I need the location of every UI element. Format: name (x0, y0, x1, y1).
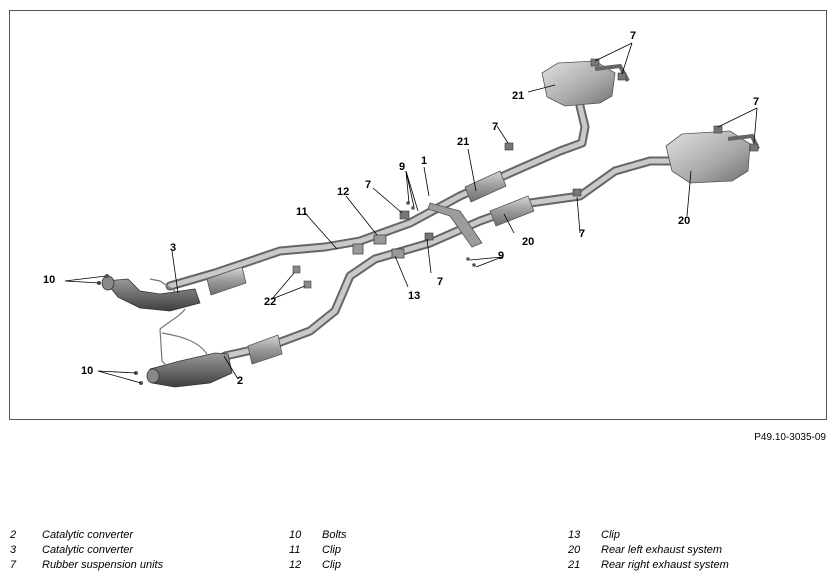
legend-number: 11 (289, 544, 301, 556)
clip-11 (352, 243, 364, 255)
legend-number: 10 (289, 529, 302, 541)
clip-12 (373, 234, 387, 245)
callout-11: 11 (296, 206, 308, 218)
callout-7-d: 7 (492, 121, 498, 133)
callout-12: 12 (337, 186, 349, 198)
exhaust-system-illustration: 3 10 10 2 11 12 7 9 1 13 7 22 9 20 7 7 2… (43, 30, 760, 388)
clip-13 (391, 248, 405, 259)
callout-21-rear: 21 (512, 90, 524, 102)
rear-left-muffler-20 (665, 130, 760, 184)
legend-text: Catalytic converter (42, 529, 134, 541)
legend-text: Clip (322, 559, 341, 571)
leader-lines (64, 42, 758, 384)
callout-1: 1 (421, 155, 427, 167)
callout-10-upper: 10 (43, 274, 55, 286)
legend-number: 12 (289, 559, 302, 571)
callout-7-b: 7 (437, 276, 443, 288)
callout-2: 2 (237, 375, 243, 387)
callout-20-middle: 20 (522, 236, 534, 248)
catalytic-converter-3 (101, 275, 201, 312)
legend-number: 21 (568, 559, 581, 571)
legend-number: 20 (568, 544, 581, 556)
legend-number: 13 (568, 529, 581, 541)
front-upper-resonator (206, 266, 247, 296)
legend-text: Rear right exhaust system (601, 559, 729, 571)
front-lower-resonator (247, 334, 283, 365)
rubber-suspension-units (399, 58, 759, 241)
callout-9-upper: 9 (399, 161, 405, 173)
middle-resonator-20 (489, 195, 535, 227)
callout-7-c: 7 (579, 228, 585, 240)
callout-10-lower: 10 (81, 365, 93, 377)
lower-pipe-run (220, 156, 680, 361)
middle-resonator-21 (464, 170, 507, 203)
bracket-1 (427, 202, 483, 248)
callout-20-rear: 20 (678, 215, 690, 227)
callout-9-lower: 9 (498, 250, 504, 262)
sensor-wires (149, 278, 209, 370)
figure-id: P49.10-3035-09 (754, 432, 826, 443)
rear-right-muffler-21 (541, 60, 630, 107)
legend-text: Clip (322, 544, 341, 556)
callout-13: 13 (408, 290, 420, 302)
legend-text: Clip (601, 529, 620, 541)
callout-21-middle: 21 (457, 136, 469, 148)
legend-text: Catalytic converter (42, 544, 134, 556)
callout-7-f: 7 (753, 96, 759, 108)
legend-number: 3 (10, 544, 17, 556)
catalytic-converter-2 (146, 352, 233, 388)
legend-text: Rubber suspension units (42, 559, 164, 571)
legend-text: Rear left exhaust system (601, 544, 723, 556)
callout-7-a: 7 (365, 179, 371, 191)
legend-text: Bolts (322, 529, 347, 541)
clamps-22 (292, 265, 312, 289)
callout-labels: 3 10 10 2 11 12 7 9 1 13 7 22 9 20 7 7 2… (43, 30, 759, 387)
bolts (97, 201, 476, 385)
legend-number: 2 (10, 529, 17, 541)
callout-3: 3 (170, 242, 176, 254)
callout-22: 22 (264, 296, 276, 308)
legend-number: 7 (10, 559, 17, 571)
exhaust-diagram-frame: 3 10 10 2 11 12 7 9 1 13 7 22 9 20 7 7 2… (9, 10, 827, 420)
callout-7-e: 7 (630, 30, 636, 42)
